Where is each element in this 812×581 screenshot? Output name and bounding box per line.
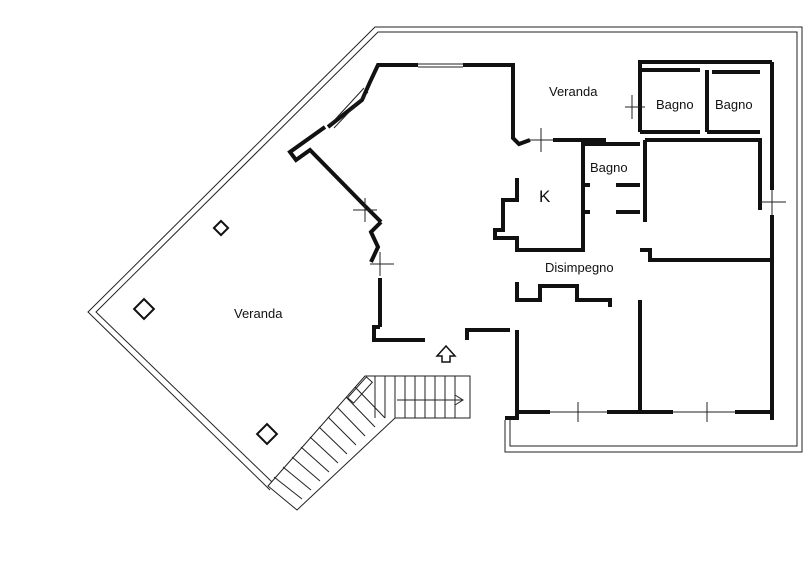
label-veranda-west: Veranda bbox=[234, 306, 283, 321]
walls bbox=[287, 60, 774, 420]
veranda-pillars bbox=[132, 219, 279, 446]
label-bagno-3: Bagno bbox=[590, 160, 628, 175]
entrance-arrow-icon bbox=[435, 344, 457, 363]
staircase bbox=[267, 375, 471, 511]
label-disimpegno: Disimpegno bbox=[545, 260, 614, 275]
door-markers bbox=[353, 95, 786, 422]
terrace-outline bbox=[87, 26, 803, 491]
label-bagno-1: Bagno bbox=[656, 97, 694, 112]
label-bagno-2: Bagno bbox=[715, 97, 753, 112]
label-kitchen: K bbox=[539, 187, 551, 206]
label-veranda-north: Veranda bbox=[549, 84, 598, 99]
